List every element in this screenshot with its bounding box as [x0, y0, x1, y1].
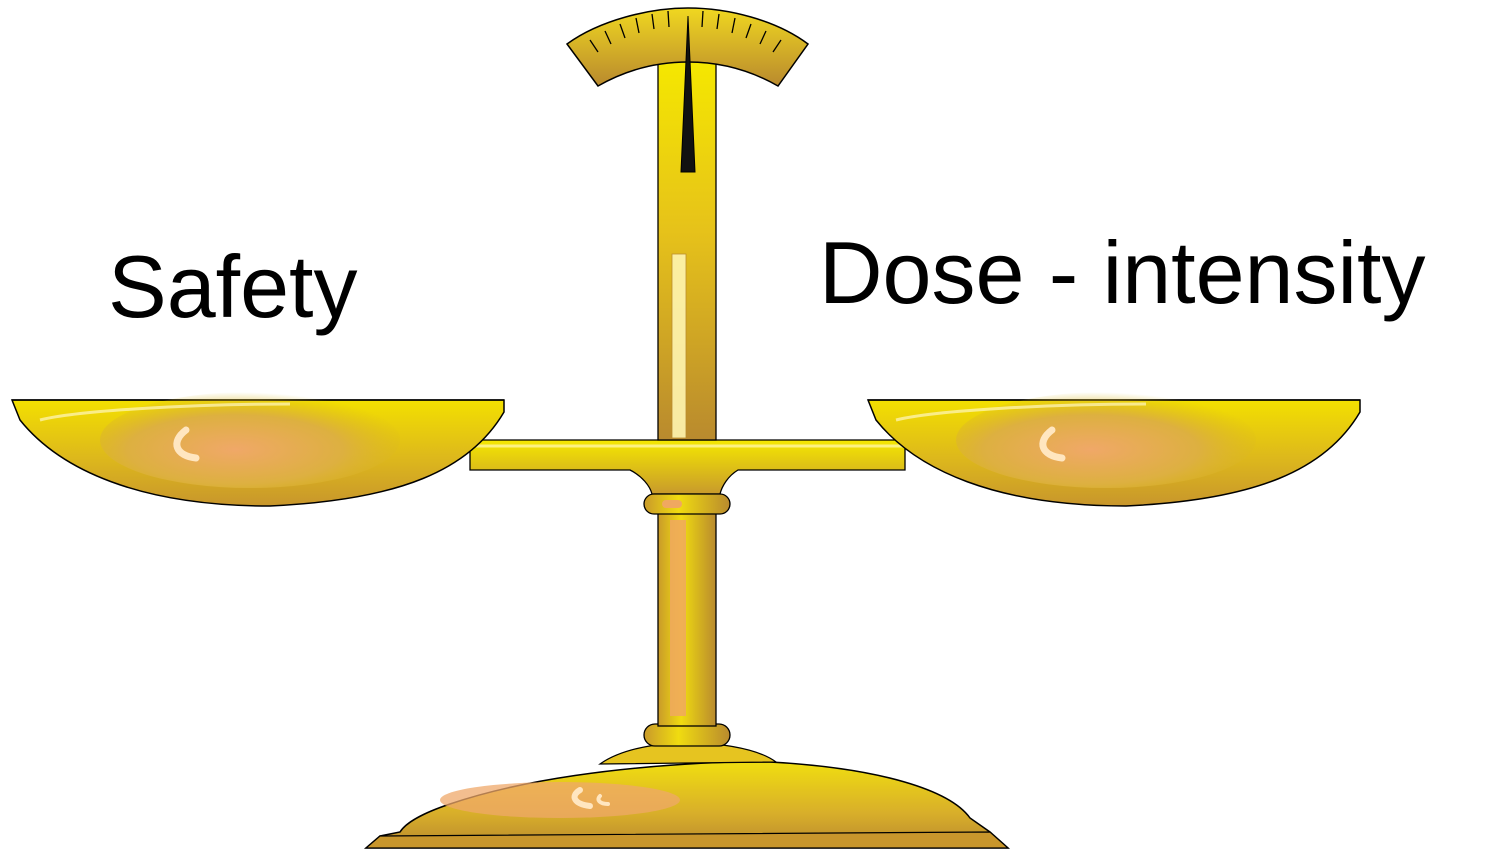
safety-label: Safety — [108, 243, 357, 331]
dose-intensity-label: Dose - intensity — [819, 229, 1425, 317]
scale-pillar-lower — [658, 510, 716, 726]
left-pan — [12, 392, 504, 506]
right-pan — [868, 392, 1360, 506]
scale-collar — [644, 494, 730, 514]
scale-base — [366, 724, 1008, 848]
scale-beam — [470, 440, 905, 494]
